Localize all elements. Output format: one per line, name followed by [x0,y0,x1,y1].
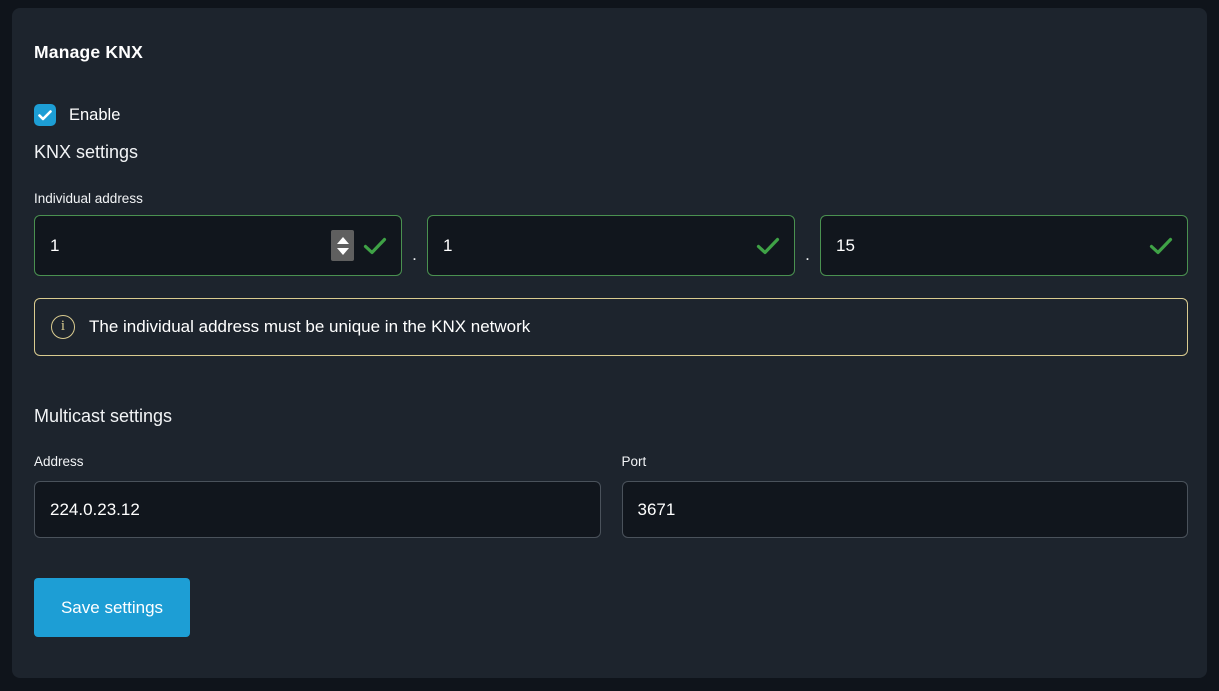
individual-address-line-input[interactable] [428,216,756,275]
multicast-port-label: Port [621,454,647,469]
page-title: Manage KNX [34,42,143,62]
individual-address-row: . . [34,215,1188,276]
individual-address-field-device [820,215,1188,276]
multicast-fields-grid: Address Port [34,427,1188,538]
individual-address-label: Individual address [34,191,143,206]
multicast-address-label: Address [34,454,84,469]
enable-checkbox[interactable] [34,104,56,126]
individual-address-area-input[interactable] [35,216,331,275]
info-circle-icon: i [51,315,75,339]
address-separator-dot: . [805,244,810,264]
enable-checkbox-row[interactable]: Enable [34,104,120,126]
multicast-address-input[interactable] [34,481,601,538]
save-settings-button[interactable]: Save settings [34,578,190,637]
multicast-settings-heading: Multicast settings [34,406,173,426]
stepper-down-icon[interactable] [336,247,349,255]
address-separator-dot: . [412,244,417,264]
enable-checkbox-label: Enable [69,105,121,124]
multicast-port-input[interactable] [621,481,1188,538]
valid-check-icon [363,237,387,255]
individual-address-device-input[interactable] [821,216,1149,275]
valid-check-icon [1149,237,1173,255]
multicast-port-group: Port [621,427,1188,538]
knx-settings-heading: KNX settings [34,142,139,162]
info-banner: i The individual address must be unique … [34,298,1188,356]
check-icon [38,109,52,120]
individual-address-field-area [34,215,402,276]
stepper-up-icon[interactable] [336,236,349,244]
number-stepper-icon[interactable] [331,230,354,261]
manage-knx-card: Manage KNX Enable KNX settings Individua… [12,8,1207,678]
valid-check-icon [756,237,780,255]
individual-address-field-line [427,215,795,276]
info-banner-text: The individual address must be unique in… [89,317,531,336]
multicast-address-group: Address [34,427,601,538]
